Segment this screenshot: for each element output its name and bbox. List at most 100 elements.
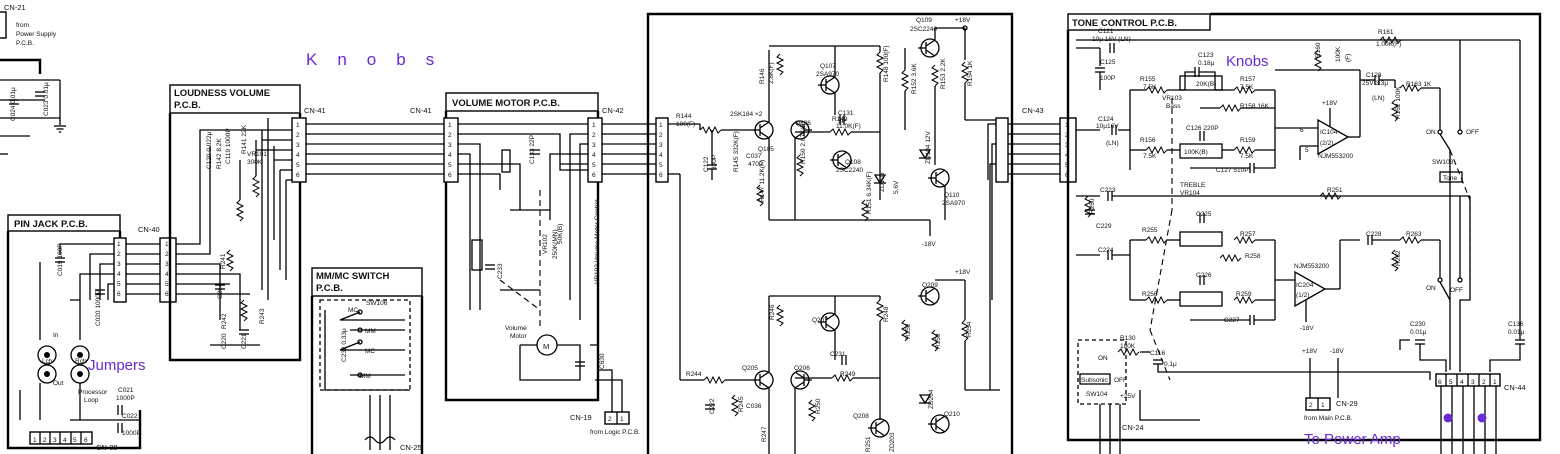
minus18v-ic204-label: -18V bbox=[1300, 325, 1314, 332]
q210-label: Q210 bbox=[944, 411, 960, 418]
c021-value: 1000P bbox=[116, 395, 135, 402]
pin-label: 4 bbox=[63, 437, 67, 444]
treble-pot-lower bbox=[1179, 291, 1223, 307]
c221-label: C221 bbox=[241, 333, 248, 349]
pin-label: 3 bbox=[659, 142, 663, 149]
cn39-connector: 1 2 3 4 5 6 bbox=[29, 431, 93, 445]
r159-value: 7.5K bbox=[1240, 153, 1254, 160]
power-amp-marker-right bbox=[1477, 413, 1487, 423]
c023-label: C023 0.01μ bbox=[43, 82, 50, 116]
pin-label: 6 bbox=[592, 172, 596, 179]
pin-label: 1 bbox=[296, 122, 300, 129]
r152-label: R152 3.6K bbox=[911, 63, 918, 94]
vr104-value: 100K(B) bbox=[1184, 149, 1208, 156]
q106-label: Q106 bbox=[795, 120, 811, 127]
q107-value: 2SA970 bbox=[816, 71, 840, 78]
q205-transistor bbox=[751, 370, 774, 390]
rch-jack-in bbox=[70, 345, 90, 365]
c127-label: C127 510P bbox=[1216, 167, 1249, 174]
r155-label: R155 bbox=[1140, 76, 1156, 83]
rch-label: Rch bbox=[75, 358, 87, 365]
vr101-label: VR101 bbox=[247, 151, 267, 158]
pin-label: 2 bbox=[659, 132, 663, 139]
r160-f-label: (F) bbox=[1345, 54, 1352, 62]
pin-label: 1 bbox=[448, 122, 452, 129]
r242-label: R242 bbox=[221, 313, 228, 329]
pin-label: 2 bbox=[592, 132, 596, 139]
pin-label: 1 bbox=[1321, 402, 1325, 409]
c223-label: C223 bbox=[1100, 187, 1116, 194]
pin-label: 2 bbox=[608, 416, 612, 423]
lch-jack-in bbox=[37, 345, 57, 365]
pin-label: 2 bbox=[296, 132, 300, 139]
cn43-label: CN-43 bbox=[1022, 106, 1044, 115]
q105-pair-label: 2SK184 ×2 bbox=[730, 111, 763, 118]
in-label: In bbox=[53, 332, 59, 339]
r162-label: R162 100K bbox=[1395, 86, 1402, 119]
r258-label: R258 bbox=[1245, 253, 1261, 260]
q207-label: Q207 bbox=[812, 317, 828, 324]
pin-label: 5 bbox=[592, 162, 596, 169]
pin-label: 2 bbox=[43, 437, 47, 444]
sw103-lower-on-label: ON bbox=[1426, 285, 1436, 292]
r255-label: R255 bbox=[1142, 227, 1158, 234]
pin-label: 5 bbox=[296, 162, 300, 169]
r246-label: R246 bbox=[769, 304, 776, 320]
c121-label: C121 bbox=[1098, 28, 1114, 35]
amp-input-connector bbox=[655, 117, 669, 183]
cn21-connector bbox=[0, 11, 7, 39]
r260-label: R260 bbox=[1089, 198, 1096, 214]
zd103-voltage-label: 5.6V bbox=[893, 180, 900, 194]
q109-transistor bbox=[917, 38, 940, 58]
pin-label: 1 bbox=[592, 122, 596, 129]
pin-label: 2 bbox=[1309, 402, 1313, 409]
pin-label: 6 bbox=[296, 172, 300, 179]
pin-label: 3 bbox=[592, 142, 596, 149]
pin-label: 1 bbox=[33, 437, 37, 444]
pin-label: 3 bbox=[296, 142, 300, 149]
r252-label: R252 bbox=[905, 323, 912, 339]
ic204-value: (1/2) bbox=[1296, 292, 1309, 299]
mm-label-2: MM bbox=[360, 373, 371, 380]
ic104-pin6-label: 6 bbox=[1300, 127, 1304, 134]
plus18v-ic104-label: +18V bbox=[1322, 100, 1338, 107]
q105-transistor bbox=[751, 120, 774, 140]
q209-transistor bbox=[917, 286, 940, 306]
sw104-on-label: ON bbox=[1098, 355, 1108, 362]
r241-label: R241 bbox=[220, 253, 227, 269]
loop-label: Loop bbox=[84, 397, 99, 404]
cn39-label: CN-39 bbox=[96, 443, 118, 452]
r159-label: R159 bbox=[1240, 137, 1256, 144]
pin-label: 6 bbox=[117, 291, 121, 298]
c136-value: 0.01μ bbox=[1508, 329, 1525, 336]
pin-label: 6 bbox=[165, 291, 169, 298]
tone-title: TONE CONTROL P.C.B. bbox=[1072, 18, 1177, 29]
r247-label: R247 bbox=[761, 426, 768, 442]
r151-label: R151 6.34K(F) bbox=[866, 171, 873, 214]
r161-label: R161 bbox=[1378, 29, 1394, 36]
mmmc-title-2: P.C.B. bbox=[316, 283, 343, 294]
treble-label: TREBLE bbox=[1180, 182, 1206, 189]
sw103-lower-off-label: OFF bbox=[1450, 287, 1463, 294]
c232-label: C232 0.33μ bbox=[341, 328, 348, 362]
loudness-title-2: P.C.B. bbox=[174, 100, 201, 111]
motor-label: Volume bbox=[505, 325, 527, 332]
jumpers-annotation: Jumpers bbox=[88, 357, 146, 374]
vr104-label: VR104 bbox=[1180, 190, 1200, 197]
zd204-label: ZD204 bbox=[928, 389, 935, 409]
cn41b-label: CN-41 bbox=[410, 106, 432, 115]
cn19-label: CN-19 bbox=[570, 413, 592, 422]
sw103-off-label: OFF bbox=[1466, 129, 1479, 136]
c021-label: C021 bbox=[118, 387, 134, 394]
c125-label: C125 bbox=[1100, 59, 1116, 66]
vr102-value: 250K(MN) bbox=[552, 229, 559, 259]
q208-label: Q208 bbox=[853, 413, 869, 420]
r160-label: R160 bbox=[1315, 42, 1322, 58]
cn19-from-label: from Logic P.C.B. bbox=[590, 429, 640, 436]
c229-label: C229 bbox=[1096, 223, 1112, 230]
r249-label: R249 bbox=[840, 371, 856, 378]
c122-label: C122 bbox=[703, 156, 710, 172]
c214-label: C214 bbox=[217, 283, 224, 299]
c116-value: 0.1μ bbox=[1164, 361, 1177, 368]
